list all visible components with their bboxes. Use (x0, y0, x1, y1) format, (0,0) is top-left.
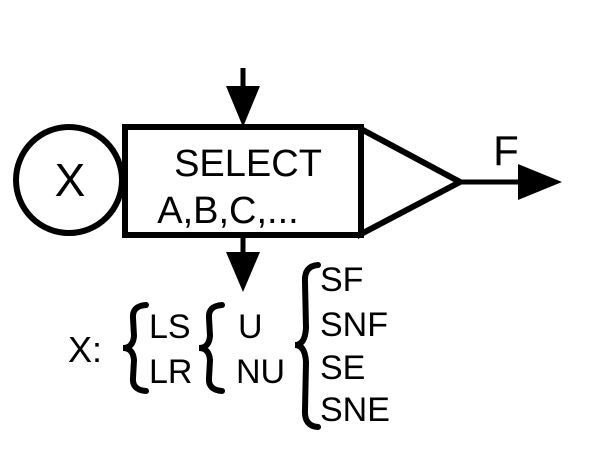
legend-group1-item-0: LS (149, 308, 191, 346)
input-arrow-head (226, 86, 260, 127)
legend-group2-item-0: U (238, 308, 263, 346)
brace-2-icon (198, 302, 225, 394)
legend-prefix: X: (68, 329, 102, 370)
output-arrow-head (518, 164, 562, 200)
output-triangle (358, 123, 467, 239)
circle-label: X (55, 154, 86, 206)
legend-group3-item-3: SNE (320, 391, 390, 429)
legend-group3-item-1: SNF (320, 306, 388, 344)
brace-1-icon (122, 302, 149, 394)
legend-group1-item-1: LR (149, 353, 192, 391)
bottom-arrow-head (226, 252, 260, 292)
legend-group3-item-2: SE (320, 349, 365, 387)
brace-3-icon (294, 262, 321, 430)
output-label: F (493, 127, 519, 174)
select-operands: A,B,C,... (157, 190, 298, 232)
legend-group2-item-1: NU (236, 353, 285, 391)
select-label: SELECT (174, 143, 322, 185)
legend-group3-item-0: SF (320, 261, 363, 299)
